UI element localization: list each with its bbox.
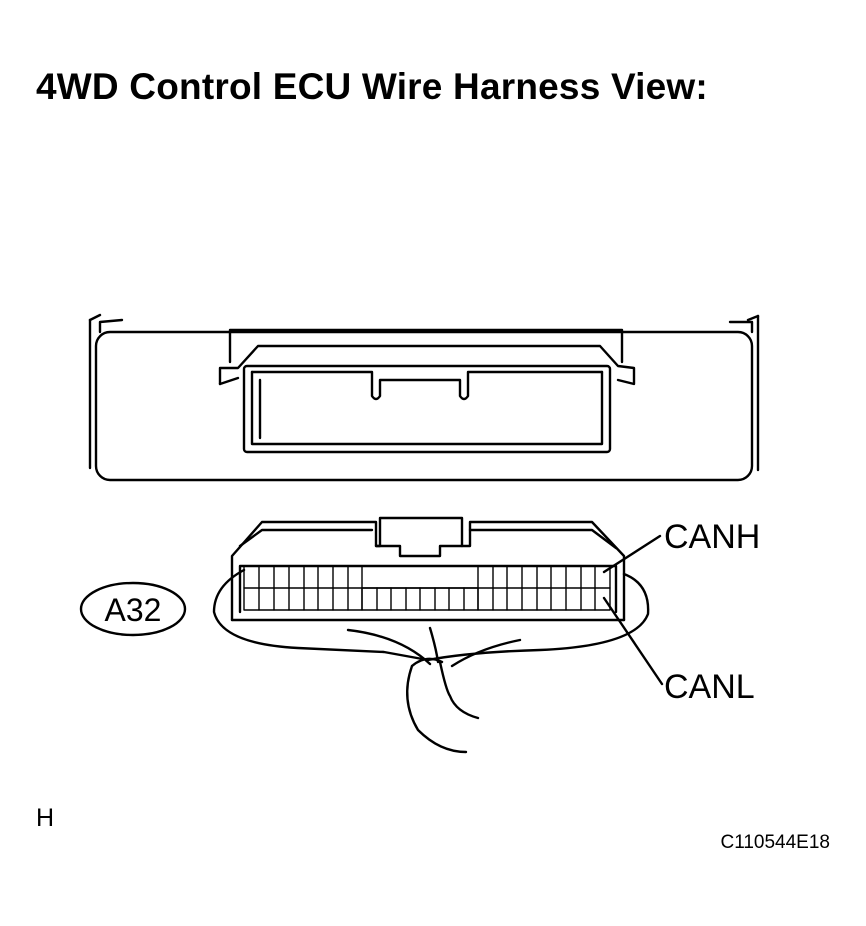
canl-label: CANL — [664, 668, 755, 706]
ecu-housing — [88, 313, 760, 482]
wire-loom — [212, 568, 650, 754]
terminal-grid — [243, 565, 611, 611]
diagram-title: 4WD Control ECU Wire Harness View: — [36, 66, 708, 107]
view-code: H — [36, 804, 55, 832]
canl-leader-line — [602, 596, 664, 686]
canh-leader-line — [602, 534, 662, 574]
harness-connector-a32 — [230, 516, 626, 622]
canh-label: CANH — [664, 518, 760, 556]
connector-code-bubble — [79, 581, 187, 637]
connector-code-label: A32 — [105, 592, 162, 628]
ecu-socket — [218, 328, 636, 454]
figure-id: C110544E18 — [720, 832, 830, 853]
